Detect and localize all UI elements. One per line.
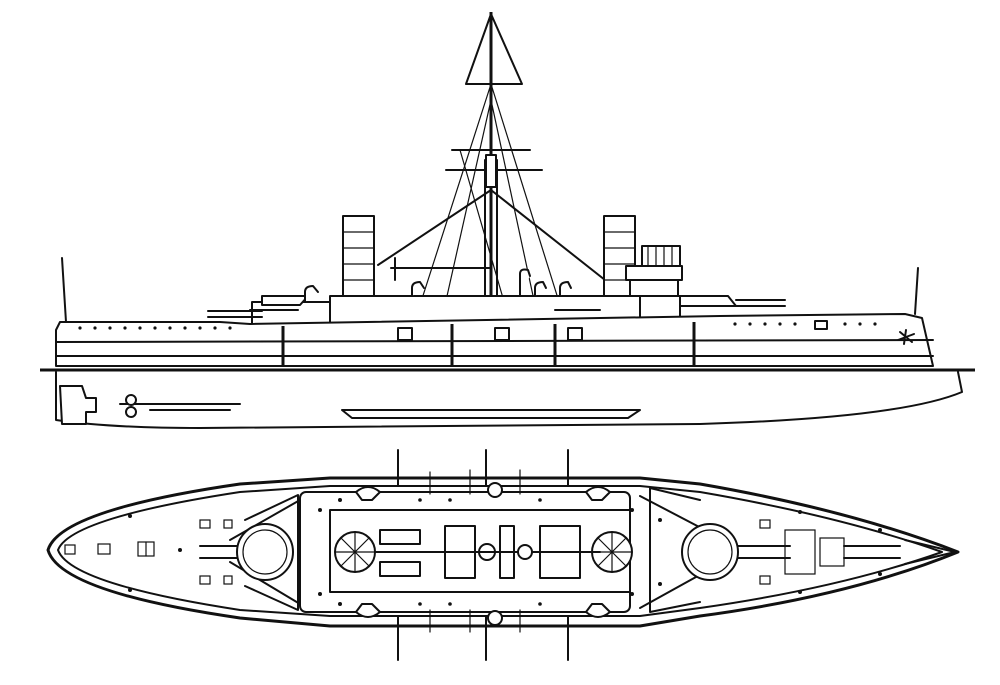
sponson-guns xyxy=(355,449,611,661)
deck-details xyxy=(318,498,662,606)
underwater-hull xyxy=(55,371,963,429)
mast xyxy=(377,12,606,311)
portholes xyxy=(78,322,877,330)
fore-turret xyxy=(236,523,294,581)
hull xyxy=(40,257,975,372)
plan-view xyxy=(46,449,960,661)
profile-view xyxy=(40,12,975,429)
quarterdeck-fittings xyxy=(759,510,956,594)
aft-turret xyxy=(681,523,739,581)
forecastle-fittings xyxy=(64,514,233,592)
forward-funnel xyxy=(342,215,375,307)
